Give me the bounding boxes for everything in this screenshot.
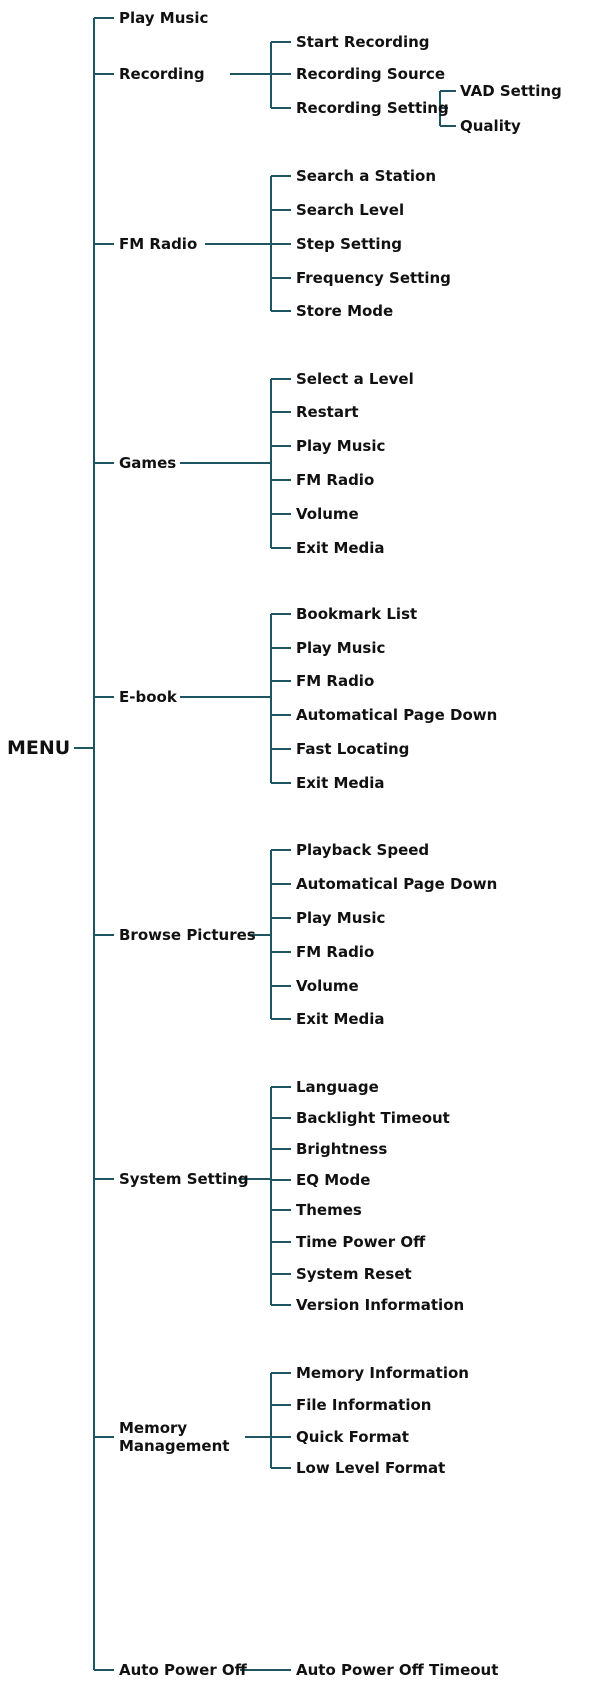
submenu-item-label: Automatical Page Down [296, 875, 498, 893]
submenu-item-label: Exit Media [296, 1010, 385, 1028]
submenu-item-label: Fast Locating [296, 740, 410, 758]
menu-item-label: E-book [119, 688, 177, 706]
menu-item-label: Recording [119, 65, 205, 83]
menu-item-label: Games [119, 454, 177, 472]
menu-item-label: Memory Management [119, 1419, 230, 1455]
submenu-item-label: Version Information [296, 1296, 465, 1314]
submenu-item-label: Exit Media [296, 774, 385, 792]
submenu-item-label: Volume [296, 977, 359, 995]
submenu-item-label: Quick Format [296, 1428, 409, 1446]
submenu-item-label: Memory Information [296, 1364, 469, 1382]
submenu-item-label: FM Radio [296, 471, 375, 489]
submenu-item-label: Backlight Timeout [296, 1109, 450, 1127]
menu-item-label: Browse Pictures [119, 926, 256, 944]
submenu-item-label: Play Music [296, 639, 386, 657]
submenu-item-label: Select a Level [296, 370, 414, 388]
submenu-item-label: Time Power Off [296, 1233, 426, 1251]
subsubmenu-item-label: VAD Setting [460, 82, 562, 100]
menu-item-label: System Setting [119, 1170, 249, 1188]
submenu-item-label: FM Radio [296, 672, 375, 690]
submenu-item-label: Exit Media [296, 539, 385, 557]
submenu-item-label: Brightness [296, 1140, 388, 1158]
submenu-item-label: Play Music [296, 437, 386, 455]
submenu-item-label: Auto Power Off Timeout [296, 1661, 499, 1679]
submenu-item-label: EQ Mode [296, 1171, 371, 1189]
menu-root-label: MENU [7, 737, 71, 759]
submenu-item-label: Volume [296, 505, 359, 523]
submenu-item-label: Step Setting [296, 235, 402, 253]
submenu-item-label: Frequency Setting [296, 269, 451, 287]
submenu-item-label: Restart [296, 403, 359, 421]
submenu-item-label: Store Mode [296, 302, 394, 320]
submenu-item-label: Recording Setting [296, 99, 449, 117]
submenu-item-label: Automatical Page Down [296, 706, 498, 724]
submenu-item-label: Play Music [296, 909, 386, 927]
submenu-item-label: Recording Source [296, 65, 446, 83]
submenu-item-label: Language [296, 1078, 379, 1096]
submenu-item-label: Start Recording [296, 33, 430, 51]
submenu-item-label: Search Level [296, 201, 405, 219]
subsubmenu-item-label: Quality [460, 117, 521, 135]
menu-item-label: Play Music [119, 9, 209, 27]
menu-item-label: FM Radio [119, 235, 198, 253]
submenu-item-label: Search a Station [296, 167, 437, 185]
submenu-item-label: Themes [296, 1201, 362, 1219]
submenu-item-label: System Reset [296, 1265, 412, 1283]
menu-item-label: Auto Power Off [119, 1661, 247, 1679]
submenu-item-label: Bookmark List [296, 605, 418, 623]
submenu-item-label: FM Radio [296, 943, 375, 961]
submenu-item-label: Low Level Format [296, 1459, 446, 1477]
submenu-item-label: Playback Speed [296, 841, 430, 859]
submenu-item-label: File Information [296, 1396, 432, 1414]
